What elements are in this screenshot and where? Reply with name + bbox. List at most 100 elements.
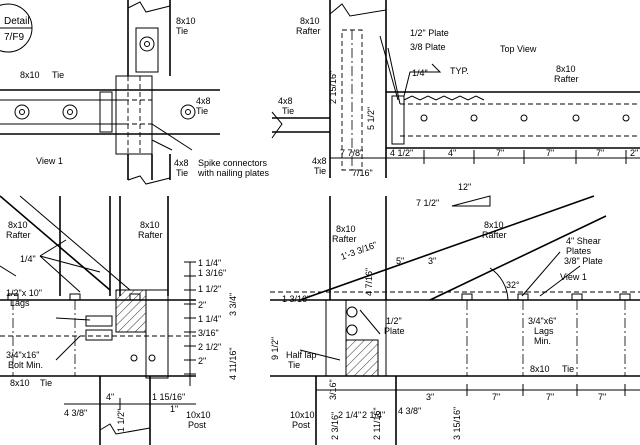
dim-2-1-2: 2 1/2" — [198, 342, 221, 352]
dim-2-3-16: 2 3/16" — [330, 412, 340, 440]
tv-typ: TYP. — [450, 66, 469, 76]
v1-tie-word: Tie — [52, 70, 64, 80]
dim-3-3-4: 3 3/4" — [228, 293, 238, 316]
dim-2b: 2" — [198, 300, 206, 310]
le-post-size: 10x10 — [186, 410, 211, 420]
dim-7c: 7" — [596, 148, 604, 158]
right-bolts — [461, 293, 631, 376]
v1-4x8-size: 4x8 — [196, 96, 211, 106]
dim-2-11-16: 2 11/16" — [372, 407, 382, 440]
re-rafter2-size: 8x10 — [484, 220, 504, 230]
dim-3b: 3" — [426, 392, 434, 402]
re-lags-b: Lags — [534, 326, 554, 336]
tv-rafter-size: 8x10 — [300, 16, 320, 26]
dim-1-1-4a: 1 1/4" — [198, 258, 221, 268]
dim-4: 4" — [448, 148, 456, 158]
le-tie-size: 8x10 — [10, 378, 30, 388]
tv-4x8-lower-word: Tie — [314, 166, 326, 176]
dim-2-1-4b: 2 1/4" — [362, 410, 385, 420]
v1-post-size: 8x10 — [176, 16, 196, 26]
dim-4-3-8b: 4 3/8" — [398, 406, 421, 416]
dim-7b: 7" — [546, 148, 554, 158]
view1-elevation: 8x10 Tie 8x10 Tie 4x8 Tie 4x8 Tie View 1… — [0, 0, 270, 185]
detail-title: Detail — [4, 16, 30, 27]
le-rafter-size: 8x10 — [8, 220, 28, 230]
top-view-caption: Top View — [500, 44, 537, 54]
tv-half-plate: 1/2" Plate — [410, 28, 449, 38]
dim-9-1-2: 9 1/2" — [270, 337, 280, 360]
re-tie-size: 8x10 — [530, 364, 550, 374]
dim-1: 1" — [170, 404, 178, 414]
re-lags-a: 3/4"x6" — [528, 316, 556, 326]
v1-4x8-lower-size: 4x8 — [174, 158, 189, 168]
re-rafter-size: 8x10 — [336, 224, 356, 234]
dim-1-15-16: 1 15/16" — [152, 392, 185, 402]
le-lags-a: 1/2"x 10" — [6, 288, 42, 298]
dim-1-1-2: 1 1/2" — [198, 284, 221, 294]
v1-4x8-lower-word: Tie — [176, 168, 188, 178]
tv-right-rafter-size: 8x10 — [556, 64, 576, 74]
dim-3-16: 3/16" — [198, 328, 219, 338]
tv-4x8-size: 4x8 — [278, 96, 293, 106]
re-post-size: 10x10 — [290, 410, 315, 420]
re-shear-a: 4" Shear — [566, 236, 601, 246]
le-rafter2-word: Rafter — [138, 230, 163, 240]
re-half-lap-a: Half lap — [286, 350, 317, 360]
dim-5: 5" — [396, 256, 404, 266]
right-elevation: 8x10 Rafter 8x10 Rafter 12" 7 1/2" 1'-3 … — [270, 182, 640, 445]
dim-7e: 7" — [546, 392, 554, 402]
re-post-word: Post — [292, 420, 311, 430]
top-view-bolts — [420, 114, 630, 122]
le-weld: 1/4" — [20, 254, 36, 264]
le-bolt-b: Bolt Min. — [8, 360, 43, 370]
re-rafter2-word: Rafter — [482, 230, 507, 240]
v1-tie-size: 8x10 — [20, 70, 40, 80]
le-post-word: Post — [188, 420, 207, 430]
dim-2c: 2" — [198, 356, 206, 366]
re-shear-b: Plates — [566, 246, 592, 256]
re-lags-c: Min. — [534, 336, 551, 346]
dim-1-1-2b: 1 1/2" — [116, 409, 126, 432]
dim-2-15-16: 2 15/16" — [328, 71, 338, 104]
re-plate-b: Plate — [384, 326, 405, 336]
dim-2-1-4a: 2 1/4" — [338, 410, 361, 420]
dim-2: 2" — [630, 148, 638, 158]
tv-right-rafter-word: Rafter — [554, 74, 579, 84]
dim-5-1-2: 5 1/2" — [366, 107, 376, 130]
le-rafter2-size: 8x10 — [140, 220, 160, 230]
le-tie-word: Tie — [40, 378, 52, 388]
re-plate-a: 1/2" — [386, 316, 402, 326]
dim-4-11-16: 4 11/16" — [228, 347, 238, 380]
le-rafter-word: Rafter — [6, 230, 31, 240]
dim-7f: 7" — [598, 392, 606, 402]
le-lags-b: Lags — [10, 298, 30, 308]
dim-4-3-8a: 4 3/8" — [64, 408, 87, 418]
dim-7a: 7" — [496, 148, 504, 158]
dim-7-7-8: 7 7/8" — [340, 148, 363, 158]
spike-note-line2: with nailing plates — [197, 168, 270, 178]
le-bolt-a: 3/4"x16" — [6, 350, 39, 360]
tv-rafter-word: Rafter — [296, 26, 321, 36]
re-angle: 32° — [506, 280, 520, 290]
re-half-lap-b: Tie — [288, 360, 300, 370]
dim-1-3-16b: 1 3/16" — [282, 294, 310, 304]
tv-weld-size: 1/4" — [412, 68, 428, 78]
re-rafter-word: Rafter — [332, 234, 357, 244]
left-elevation: 8x10 Rafter 8x10 Rafter 1/4" 1/2"x 10" L… — [0, 195, 238, 445]
tv-4x8-lower-size: 4x8 — [312, 156, 327, 166]
pitch-run: 12" — [458, 182, 471, 192]
re-tie-word: Tie — [562, 364, 574, 374]
pitch-rise: 7 1/2" — [416, 198, 439, 208]
spike-note-line1: Spike connectors — [198, 158, 268, 168]
tv-4x8-word: Tie — [282, 106, 294, 116]
dim-1-3-16a: 1 3/16" — [198, 268, 226, 278]
v1-4x8-word: Tie — [196, 106, 208, 116]
dim-4-7-16: 4 7/16" — [364, 268, 374, 296]
view1-caption: View 1 — [36, 156, 63, 166]
detail-title-block: Detail 7/F9 — [0, 3, 33, 53]
tv-38-plate: 3/8 Plate — [410, 42, 446, 52]
dim-1-1-4b: 1 1/4" — [198, 314, 221, 324]
dim-7-16: 7/16" — [352, 168, 373, 178]
re-plate38: 3/8" Plate — [564, 256, 603, 266]
dim-3-15-16: 3 15/16" — [452, 407, 462, 440]
